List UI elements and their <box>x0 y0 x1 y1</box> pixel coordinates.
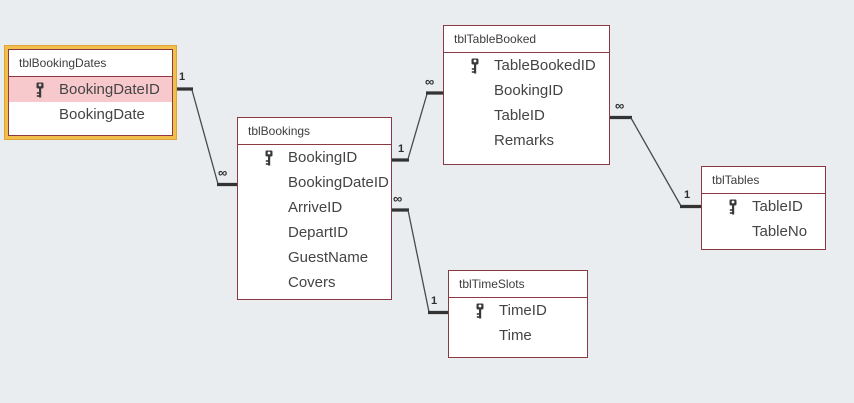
cardinality-label-one: 1 <box>398 143 405 155</box>
relationship-line-tablebooked-tables[interactable] <box>610 115 701 209</box>
relationship-line-bookingdates-bookings[interactable] <box>176 87 237 187</box>
field-row-bookingdate[interactable]: BookingDate <box>9 102 172 127</box>
field-row-remarks[interactable]: Remarks <box>444 128 609 153</box>
table-title[interactable]: tblTableBooked <box>454 32 537 46</box>
field-name: TableID <box>752 198 803 215</box>
table-tbltablebooked[interactable]: tblTableBooked TableBookedID BookingID T… <box>443 25 610 165</box>
table-tblbookings[interactable]: tblBookings BookingID BookingDateID Arri… <box>237 117 392 300</box>
table-title[interactable]: tblTables <box>712 173 760 187</box>
table-title[interactable]: tblBookings <box>248 124 311 138</box>
cardinality-label-one: 1 <box>431 295 438 307</box>
field-name: DepartID <box>288 224 349 241</box>
field-name: TableBookedID <box>494 57 596 74</box>
title-separator <box>9 76 172 77</box>
primary-key-icon <box>444 58 494 74</box>
cardinality-label-many: ∞ <box>393 191 402 206</box>
field-row-bookingid[interactable]: BookingID <box>238 145 391 170</box>
title-separator <box>702 193 825 194</box>
title-separator <box>449 297 587 298</box>
field-row-arriveid[interactable]: ArriveID <box>238 195 391 220</box>
field-row-guestname[interactable]: GuestName <box>238 245 391 270</box>
field-name: BookingDateID <box>288 174 389 191</box>
cardinality-label-one: 1 <box>179 71 186 83</box>
table-tblbookingdates[interactable]: tblBookingDates BookingDateID BookingDat… <box>8 49 173 136</box>
cardinality-label-one: 1 <box>684 189 691 201</box>
field-row-covers[interactable]: Covers <box>238 270 391 295</box>
field-row-timeid[interactable]: TimeID <box>449 298 587 323</box>
field-row-bookingdateid[interactable]: BookingDateID <box>9 77 172 102</box>
field-name: GuestName <box>288 249 369 266</box>
field-row-tablebookedid[interactable]: TableBookedID <box>444 53 609 78</box>
relationship-line-bookings-timeslots[interactable] <box>392 208 448 315</box>
field-name: BookingID <box>288 149 358 166</box>
field-name: BookingID <box>494 82 564 99</box>
field-row-time[interactable]: Time <box>449 323 587 348</box>
selection-highlight: tblBookingDates BookingDateID BookingDat… <box>4 45 177 140</box>
table-tbltimeslots[interactable]: tblTimeSlots TimeID Time <box>448 270 588 358</box>
field-name: Remarks <box>494 132 555 149</box>
field-name: ArriveID <box>288 199 343 216</box>
field-row-bookingdateid[interactable]: BookingDateID <box>238 170 391 195</box>
field-name: TimeID <box>499 302 547 319</box>
field-name: BookingDateID <box>59 81 160 98</box>
field-row-tableid[interactable]: TableID <box>444 103 609 128</box>
field-row-tableno[interactable]: TableNo <box>702 219 825 244</box>
field-row-bookingid[interactable]: BookingID <box>444 78 609 103</box>
field-row-tableid[interactable]: TableID <box>702 194 825 219</box>
table-title[interactable]: tblTimeSlots <box>459 277 525 291</box>
field-name: TableID <box>494 107 545 124</box>
cardinality-label-many: ∞ <box>425 74 434 89</box>
title-separator <box>444 52 609 53</box>
table-tbltables[interactable]: tblTables TableID TableNo <box>701 166 826 250</box>
title-separator <box>238 144 391 145</box>
field-name: Covers <box>288 274 336 291</box>
primary-key-icon <box>238 150 288 166</box>
field-row-departid[interactable]: DepartID <box>238 220 391 245</box>
cardinality-label-many: ∞ <box>218 165 227 180</box>
primary-key-icon <box>449 303 499 319</box>
field-name: Time <box>499 327 532 344</box>
field-name: BookingDate <box>59 106 145 123</box>
field-name: TableNo <box>752 223 808 240</box>
primary-key-icon <box>702 199 752 215</box>
primary-key-icon <box>9 82 59 98</box>
cardinality-label-many: ∞ <box>615 98 624 113</box>
table-title[interactable]: tblBookingDates <box>19 56 107 70</box>
relationship-line-bookings-tablebooked[interactable] <box>392 91 443 162</box>
